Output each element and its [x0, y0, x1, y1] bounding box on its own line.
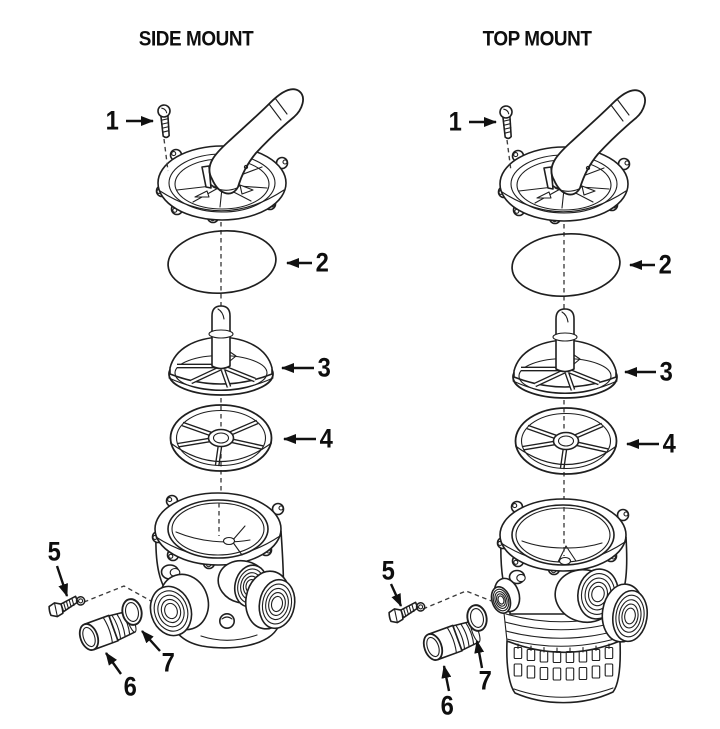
valve-body-side-mount [144, 492, 298, 648]
center-axis-dashes [220, 158, 565, 550]
fitting-leader-dashes [83, 585, 495, 610]
callout-top-4: 4 [662, 428, 676, 459]
callout-side-5: 5 [47, 536, 61, 567]
column-title-top-mount: TOP MOUNT [482, 26, 592, 51]
callout-top-1: 1 [448, 106, 462, 137]
valve-cover-handle-top [499, 90, 646, 223]
screw-leader-dashes [163, 138, 512, 172]
spider-gasket-top [516, 408, 617, 474]
callout-top-6: 6 [440, 690, 454, 721]
callout-side-7: 7 [161, 647, 175, 678]
handle-screw-side [156, 103, 174, 139]
callout-side-2: 2 [315, 247, 329, 278]
callout-side-3: 3 [317, 352, 331, 383]
cover-gasket-top [509, 229, 623, 301]
callout-side-4: 4 [319, 423, 333, 454]
callout-top-3: 3 [659, 356, 673, 387]
column-title-side-mount: SIDE MOUNT [138, 26, 254, 51]
callout-top-5: 5 [381, 555, 395, 586]
callout-side-6: 6 [123, 671, 137, 702]
valve-body-top-mount [488, 498, 650, 704]
drain-bolt-oring-side [46, 593, 88, 619]
callout-top-7: 7 [478, 665, 492, 696]
cover-gasket-side [165, 226, 279, 298]
diverter-side [169, 306, 273, 395]
handle-screw-top [498, 104, 516, 140]
callout-side-1: 1 [105, 105, 119, 136]
diverter-top [513, 309, 617, 398]
axis-dashes-in-body [218, 503, 565, 556]
callout-top-2: 2 [658, 249, 672, 280]
callout-arrows [55, 116, 659, 692]
valve-cover-handle-side [157, 89, 304, 222]
drain-bolt-oring-top [386, 599, 428, 625]
